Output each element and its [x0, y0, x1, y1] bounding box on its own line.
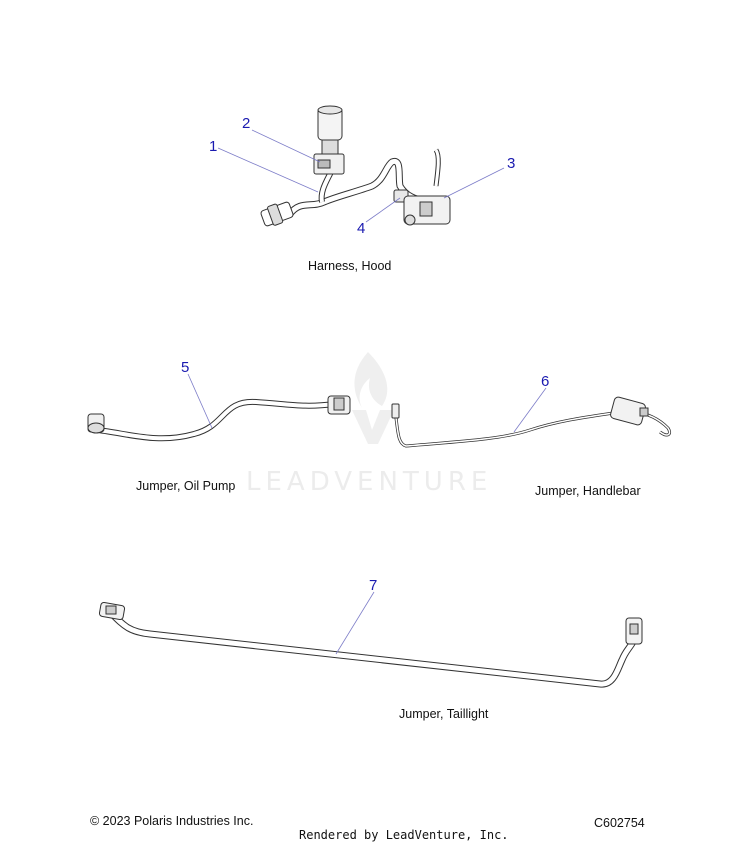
leader-6	[513, 387, 547, 433]
callout-2: 2	[242, 115, 250, 132]
oil-pump-right-connector	[327, 395, 351, 415]
leader-5	[187, 373, 213, 429]
oil-pump-left-connector	[87, 413, 105, 434]
leadventure-watermark: LEADVENTURE	[246, 352, 492, 497]
taillight-left-connector	[98, 601, 126, 621]
copyright-notice: © 2023 Polaris Industries Inc.	[90, 814, 254, 828]
jumper-handlebar-assembly	[391, 396, 672, 448]
caption-jumper-handlebar: Jumper, Handlebar	[535, 484, 641, 498]
callout-4: 4	[357, 220, 365, 237]
caption-jumper-taillight: Jumper, Taillight	[399, 707, 489, 721]
callout-5: 5	[181, 359, 189, 376]
callout-7: 7	[369, 577, 377, 594]
rendered-by-credit: Rendered by LeadVenture, Inc.	[299, 828, 509, 842]
callout-6: 6	[541, 373, 549, 390]
harness-hood-assembly	[260, 105, 451, 227]
jumper-oil-pump-assembly	[87, 395, 351, 442]
caption-harness-hood: Harness, Hood	[308, 259, 391, 273]
watermark-text: LEADVENTURE	[246, 467, 492, 497]
handlebar-terminal	[391, 403, 400, 419]
handlebar-connector	[610, 396, 649, 426]
callout-3: 3	[507, 155, 515, 172]
caption-jumper-oil-pump: Jumper, Oil Pump	[136, 479, 235, 493]
hood-leader-lines	[217, 129, 505, 223]
leader-7	[335, 591, 375, 655]
bulb-socket-part	[313, 105, 345, 175]
left-plug-connector	[260, 201, 294, 227]
callout-1: 1	[209, 138, 217, 155]
drawing-id: C602754	[594, 816, 645, 830]
taillight-right-connector	[625, 617, 643, 645]
flame-logo-icon	[352, 352, 394, 444]
jumper-taillight-assembly	[98, 601, 643, 688]
switch-connector-part	[403, 195, 451, 226]
